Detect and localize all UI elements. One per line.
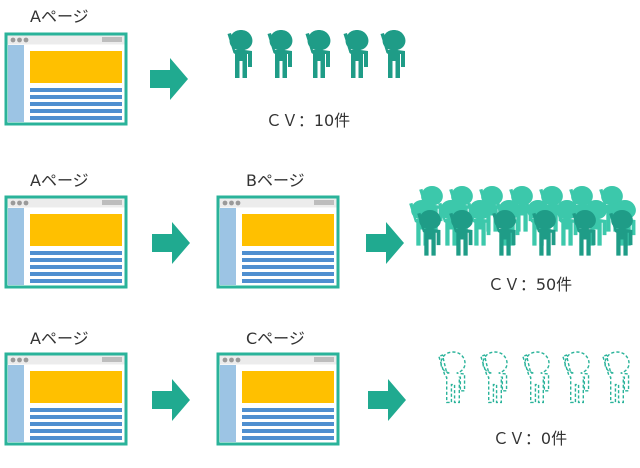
- arrow-icon: [150, 58, 188, 100]
- person-icon: [343, 30, 369, 78]
- page-label: Aページ: [30, 171, 89, 190]
- arrow-icon: [152, 222, 190, 264]
- person-icon: [480, 351, 508, 404]
- person-icon: [380, 30, 406, 78]
- person-icon: [492, 210, 516, 256]
- person-icon: [554, 200, 578, 246]
- person-icon: [267, 30, 293, 78]
- page-label: Aページ: [30, 7, 89, 26]
- conversion-label: ＣＶ：0件: [493, 429, 567, 448]
- browser-window-icon: [4, 352, 128, 446]
- person-icon: [562, 351, 590, 404]
- arrow-icon: [368, 379, 406, 421]
- browser-window-icon: [4, 195, 128, 289]
- person-icon: [227, 30, 253, 78]
- person-icon: [609, 210, 633, 256]
- page-label: Cページ: [246, 329, 305, 348]
- flow-row-1: Aページ ＣＶ：10件: [4, 7, 406, 130]
- conversion-label: ＣＶ：50件: [488, 275, 572, 294]
- person-icon: [602, 351, 630, 404]
- arrow-icon: [366, 222, 404, 264]
- person-icon: [305, 30, 331, 78]
- flow-row-2: Aページ Bページ ＣＶ：50件: [4, 171, 636, 294]
- browser-window-icon: [216, 195, 340, 289]
- person-icon: [417, 210, 441, 256]
- arrow-icon: [152, 379, 190, 421]
- browser-window-icon: [4, 32, 128, 126]
- conversion-label: ＣＶ：10件: [266, 111, 350, 130]
- page-label: Bページ: [246, 171, 305, 190]
- people-group-dashed: [438, 351, 630, 404]
- people-group-solid: [227, 30, 406, 78]
- page-label: Aページ: [30, 329, 89, 348]
- person-icon: [522, 351, 550, 404]
- person-icon: [438, 351, 466, 404]
- people-group-crowd: [409, 186, 636, 256]
- browser-window-icon: [216, 352, 340, 446]
- flow-row-3: Aページ Cページ ＣＶ：0件: [4, 329, 630, 448]
